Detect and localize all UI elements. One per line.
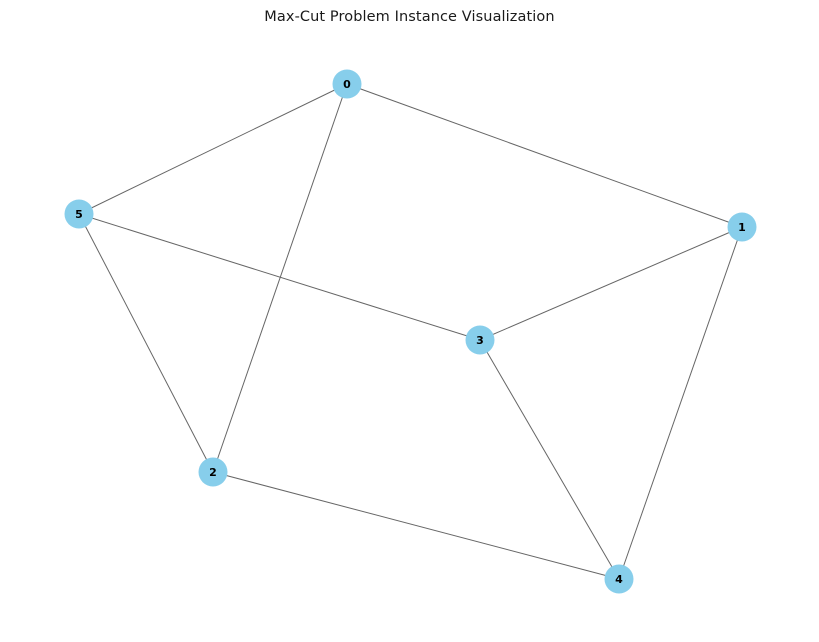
graph-node-label-3: 3 bbox=[476, 334, 484, 347]
graph-edge-1-3 bbox=[479, 226, 743, 341]
graph-node-label-0: 0 bbox=[343, 78, 351, 91]
graph-edge-0-5 bbox=[78, 83, 348, 215]
page-title: Max-Cut Problem Instance Visualization bbox=[264, 9, 555, 25]
graph-node-label-5: 5 bbox=[75, 208, 83, 221]
graph-node-circle-5[interactable] bbox=[64, 199, 94, 229]
graph-node-circle-1[interactable] bbox=[727, 212, 757, 242]
graph-edge-0-1 bbox=[346, 83, 743, 228]
graph-edge-5-2 bbox=[78, 213, 214, 473]
graph-node-5[interactable]: 5 bbox=[64, 199, 94, 229]
graph-node-circle-4[interactable] bbox=[604, 564, 634, 594]
graph-node-2[interactable]: 2 bbox=[198, 457, 228, 487]
graph-node-label-4: 4 bbox=[615, 573, 623, 586]
node-layer: 0 1 2 3 4 5 bbox=[64, 69, 757, 594]
graph-node-1[interactable]: 1 bbox=[727, 212, 757, 242]
graph-edge-5-3 bbox=[78, 213, 481, 341]
edge-layer bbox=[78, 83, 743, 580]
graph-edge-0-2 bbox=[212, 83, 348, 473]
graph-edge-3-4 bbox=[479, 339, 620, 580]
graph-edge-1-4 bbox=[618, 226, 743, 580]
graph-node-4[interactable]: 4 bbox=[604, 564, 634, 594]
graph-node-label-1: 1 bbox=[738, 221, 746, 234]
graph-edge-2-4 bbox=[212, 471, 620, 580]
graph-node-3[interactable]: 3 bbox=[465, 325, 495, 355]
graph-node-circle-3[interactable] bbox=[465, 325, 495, 355]
graph-node-label-2: 2 bbox=[209, 466, 217, 479]
graph-node-circle-0[interactable] bbox=[332, 69, 362, 99]
graph-node-0[interactable]: 0 bbox=[332, 69, 362, 99]
graph-node-circle-2[interactable] bbox=[198, 457, 228, 487]
